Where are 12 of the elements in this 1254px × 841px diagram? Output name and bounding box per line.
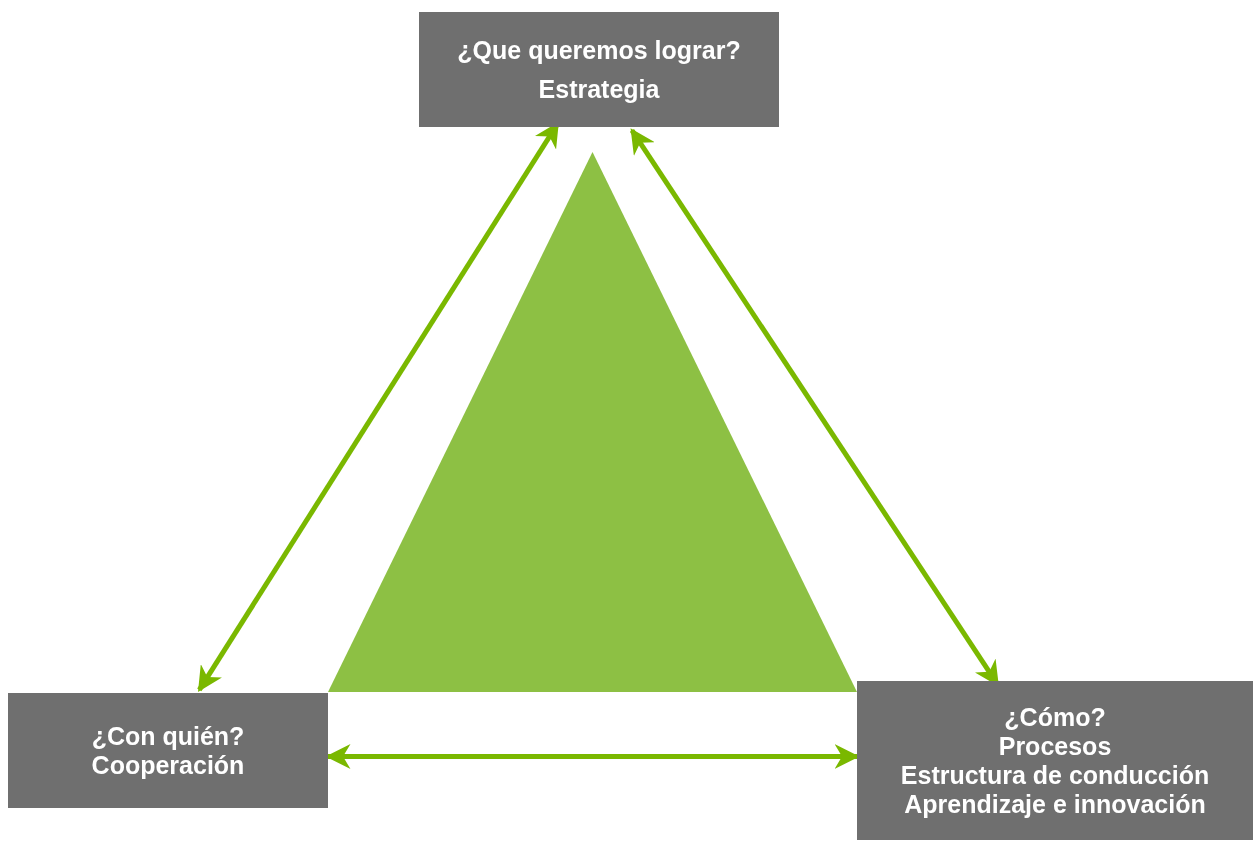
box-text: ¿Con quién? (91, 721, 245, 751)
triangle-shape (328, 152, 857, 692)
box-text: Aprendizaje e innovación (904, 789, 1206, 819)
box-text: Procesos (998, 731, 1112, 761)
box-text: ¿Cómo? (1004, 702, 1106, 732)
text-box (8, 693, 328, 808)
text-box (419, 12, 779, 127)
box-text: Estructura de conducción (900, 760, 1210, 790)
box-text: Cooperación (91, 750, 245, 780)
box-text: ¿Que queremos lograr? (457, 35, 741, 65)
text-box (857, 681, 1253, 840)
box-text: Estrategia (538, 74, 660, 104)
